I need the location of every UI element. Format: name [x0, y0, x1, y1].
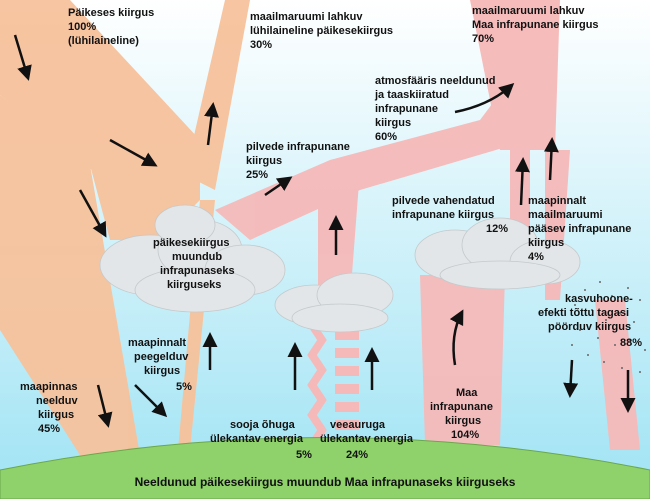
- water-vapor-line2: ülekantav energia: [320, 433, 414, 445]
- earth-ir-out-line3: 70%: [472, 33, 494, 45]
- arrow-absorbed-down: [78, 189, 107, 238]
- cloud-converts-line4: kiirguseks: [167, 279, 221, 291]
- greenhouse-speckles: [571, 281, 646, 373]
- cloud-emitted-line3: 12%: [486, 223, 508, 235]
- surface-absorbed-line2: neelduv: [36, 395, 78, 407]
- label-latent-heat: sooja õhuga ülekantav energia 5%: [210, 419, 312, 461]
- ir-vertical-center-band: [318, 170, 360, 300]
- sun-in-line2: 100%: [68, 21, 96, 33]
- atmos-line3: infrapunane: [375, 103, 438, 115]
- surface-reflected-line4: 5%: [176, 381, 192, 393]
- greenhouse-line1: kasvuhoone-: [565, 293, 633, 305]
- surface-absorbed-line4: 45%: [38, 423, 60, 435]
- latent-heat-line2: ülekantav energia: [210, 433, 304, 445]
- arrow-cloud-ir-up: [264, 176, 293, 197]
- atmos-line4: kiirgus: [375, 117, 411, 129]
- arrow-surface-escape-up: [514, 157, 530, 206]
- surface-reflected-line2: peegelduv: [134, 351, 189, 363]
- sun-in-line1: Päikeses kiirgus: [68, 7, 154, 19]
- shortwave-out-line2: lühilaineline päikesekiirgus: [250, 25, 393, 37]
- surface-escape-line5: 4%: [528, 251, 544, 263]
- surface-escape-line3: pääsev infrapunane: [528, 223, 631, 235]
- cloud-converts-line3: infrapunaseks: [160, 265, 235, 277]
- arrow-reflected-diag: [134, 384, 168, 418]
- ground-caption: Neeldunud päikesekiirgus muundub Maa inf…: [135, 475, 516, 489]
- arrow-ground-absorb: [96, 384, 113, 428]
- cloud-emitted-line2: infrapunane kiirgus: [392, 209, 494, 221]
- surface-absorbed-line3: kiirgus: [38, 409, 74, 421]
- surface-escape-line4: kiirgus: [528, 237, 564, 249]
- arrow-reflected-up: [204, 102, 219, 146]
- arrow-atmos-curve: [454, 82, 515, 114]
- label-cloud-converts: päikesekiirgus muundub infrapunaseks kii…: [153, 237, 235, 291]
- earth-ir-out-line2: Maa infrapunane kiirgus: [472, 19, 599, 31]
- greenhouse-line2: efekti tõttu tagasi: [538, 307, 629, 319]
- label-water-vapor: veeauruga ülekantav energia 24%: [320, 419, 414, 461]
- earth-ir-line2: infrapunane: [430, 401, 493, 413]
- cloud-emitted-line1: pilvede vahendatud: [392, 195, 495, 207]
- label-shortwave-out: maailmaruumi lahkuv lühilaineline päikes…: [250, 11, 393, 51]
- water-vapor-line1: veeauruga: [330, 419, 386, 431]
- water-vapor-line3: 24%: [346, 449, 368, 461]
- surface-reflected-line3: kiirgus: [144, 365, 180, 377]
- surface-escape-line2: maailmaruumi: [528, 209, 603, 221]
- earth-ir-line3: kiirgus: [445, 415, 481, 427]
- solar-absorbed-band: [0, 95, 140, 455]
- transfer-bands: [307, 322, 359, 448]
- shortwave-out-line1: maailmaruumi lahkuv: [250, 11, 363, 23]
- cloud-right: [414, 217, 581, 290]
- label-surface-reflected: maapinnalt peegelduv kiirgus 5%: [128, 337, 192, 393]
- greenhouse-line4: 88%: [620, 337, 642, 349]
- ir-earth-band: [420, 275, 505, 445]
- arrow-earth-ir-curve: [449, 309, 464, 366]
- sun-in-line3: (lühilaineline): [68, 35, 139, 47]
- shortwave-out-line3: 30%: [250, 39, 272, 51]
- label-cloud-ir: pilvede infrapunane kiirgus 25%: [246, 141, 350, 181]
- earth-ground: [0, 437, 650, 499]
- surface-reflected-line1: maapinnalt: [128, 337, 186, 349]
- greenhouse-line3: pöörduv kiirgus: [548, 321, 631, 333]
- label-earth-ir-out: maailmaruumi lahkuv Maa infrapunane kiir…: [472, 5, 599, 45]
- cloud-left: [99, 204, 286, 313]
- label-earth-ir-emitted: Maa infrapunane kiirgus 104%: [430, 387, 493, 441]
- label-atmos-reradiated: atmosfääris neeldunud ja taaskiiratud in…: [374, 75, 495, 143]
- atmos-line1: atmosfääris neeldunud: [375, 75, 495, 87]
- earth-ir-line1: Maa: [456, 387, 478, 399]
- cloud-ir-line3: 25%: [246, 169, 268, 181]
- label-sun-in: Päikeses kiirgus 100% (lühilaineline): [68, 7, 154, 47]
- earth-ir-out-line1: maailmaruumi lahkuv: [472, 5, 585, 17]
- cloud-ir-line2: kiirgus: [246, 155, 282, 167]
- arrow-sun-in: [13, 34, 32, 81]
- arrow-cloud-emitted-up: [543, 137, 559, 181]
- cloud-converts-line1: päikesekiirgus: [153, 237, 229, 249]
- surface-absorbed-line1: maapinnas: [20, 381, 77, 393]
- arrow-to-cloud-diag: [109, 138, 158, 167]
- sensible-heat-zigzag: [307, 322, 327, 448]
- arrow-greenhouse-down-1: [563, 359, 579, 398]
- ir-atmos-band: [215, 80, 530, 240]
- cloud-center: [274, 272, 394, 333]
- surface-escape-line1: maapinnalt: [528, 195, 586, 207]
- atmos-line5: 60%: [375, 131, 397, 143]
- earth-ir-line4: 104%: [451, 429, 479, 441]
- cloud-ir-line1: pilvede infrapunane: [246, 141, 350, 153]
- label-surface-escape: maapinnalt maailmaruumi pääsev infrapuna…: [528, 195, 631, 263]
- atmos-line2: ja taaskiiratud: [374, 89, 449, 101]
- flow-arrows: [13, 34, 636, 428]
- label-cloud-emitted-ir: pilvede vahendatud infrapunane kiirgus 1…: [392, 195, 508, 235]
- latent-heat-line1: sooja õhuga: [230, 419, 296, 431]
- solar-reflected-out-band: [185, 0, 250, 190]
- label-greenhouse-back: kasvuhoone- efekti tõttu tagasi pöörduv …: [538, 293, 642, 349]
- label-surface-absorbed: maapinnas neelduv kiirgus 45%: [20, 381, 78, 435]
- cloud-converts-line2: muundub: [172, 251, 222, 263]
- latent-heat-line3: 5%: [296, 449, 312, 461]
